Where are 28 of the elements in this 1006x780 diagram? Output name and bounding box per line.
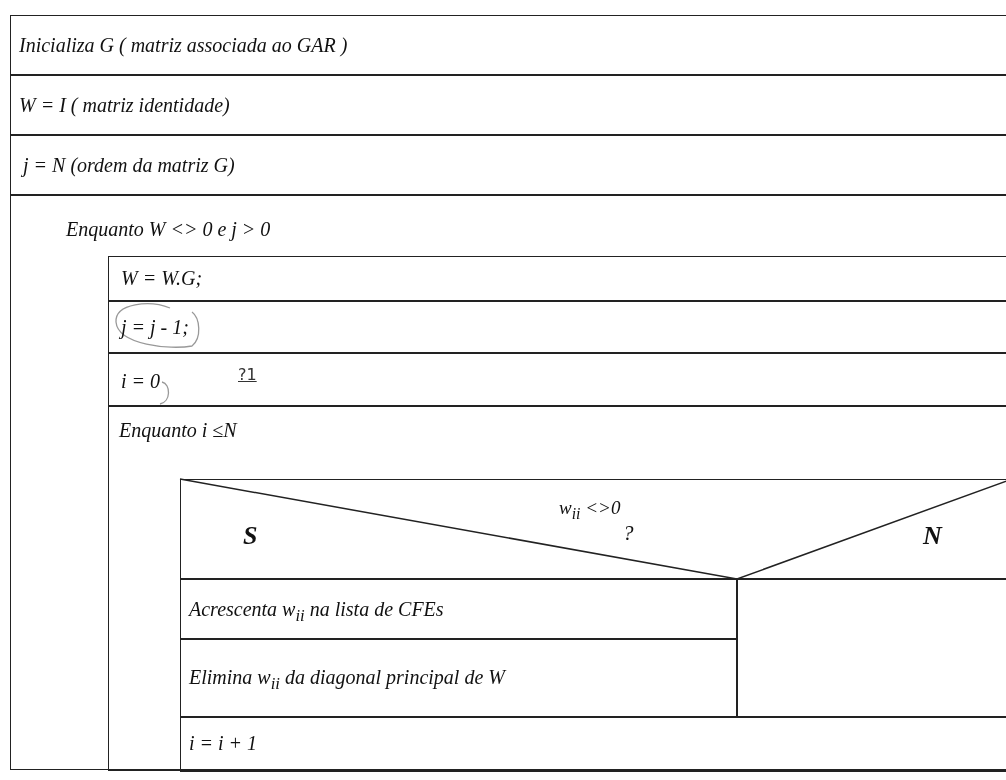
process-box [180,579,737,639]
process-box [108,301,1006,353]
process-box [180,717,1006,772]
process-box [108,353,1006,406]
process-box [180,639,737,717]
loop-block [10,195,1006,770]
process-box [10,75,1006,135]
statement-text: i = 0 [121,370,161,392]
statement-text: W = W.G; [121,267,203,289]
process-box [10,15,1006,75]
loop-condition: Enquanto W <> 0 e j > 0 [66,218,271,240]
statement-text: Elimina w$_{ii}$ da diagonal principal de W [189,666,505,694]
statement-text: i = i + 1 [189,732,258,754]
condition-mark: ? [623,522,634,546]
yes-branch-label: S [243,522,258,551]
handwritten-note: ?1 [238,366,257,384]
condition-text: w$_{ii}$ <>0 [559,498,621,523]
loop-block [108,406,1006,771]
statement-text: Acrescenta w$_{ii}$ na lista de CFEs [189,598,444,626]
loop-condition: Enquanto i ≤N [119,419,237,441]
statement-text: j = N (ordem da matriz G) [23,154,235,176]
process-box [10,135,1006,195]
statement-text: j = j - 1; [121,316,189,338]
no-branch-label: N [923,522,942,551]
statement-text: W = I ( matriz identidade) [19,94,230,116]
statement-text: Inicializa G ( matriz associada ao GAR ) [19,34,348,56]
empty-box [737,579,1006,717]
process-box [108,256,1006,301]
